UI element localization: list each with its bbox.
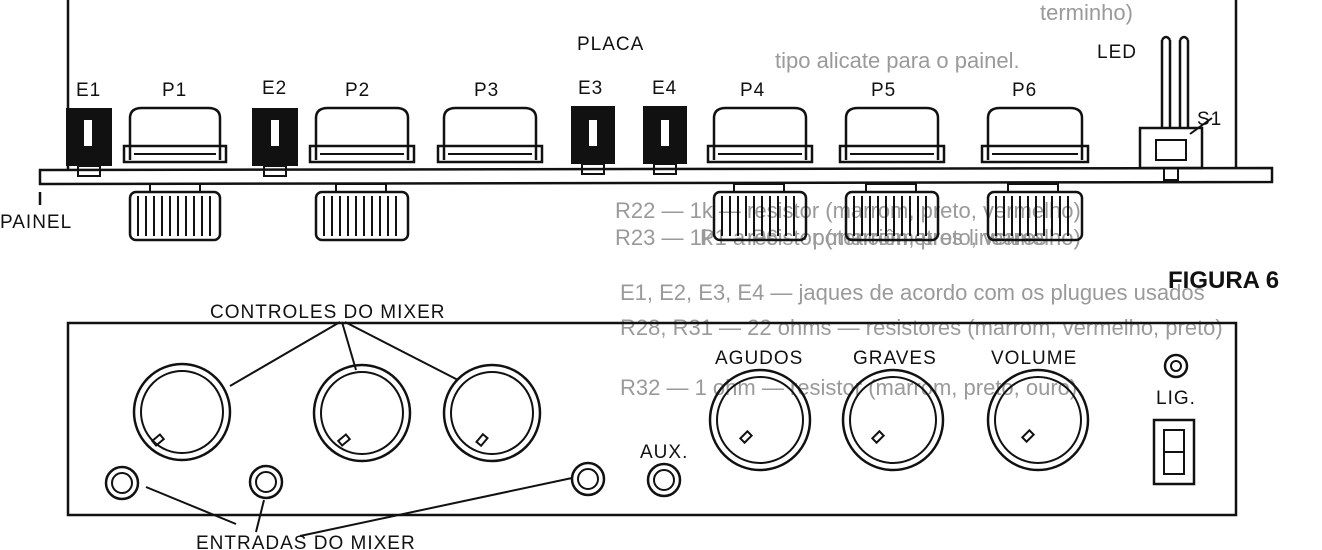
e2-label: E2 xyxy=(262,78,287,99)
graves-label: GRAVES xyxy=(853,348,937,369)
pot-p5: P5 xyxy=(838,80,946,242)
mixer-input-jack-2 xyxy=(248,464,284,500)
pot-p3: P3 xyxy=(436,80,544,164)
bleed-line-8: P1 a P6 — potenciômetros lineares xyxy=(700,225,1046,250)
bleed-line-3: R22 — 1k — resistor (marrom, preto, verm… xyxy=(615,198,1081,223)
p5-label: P5 xyxy=(871,80,896,101)
bleed-line-2: tipo alicate para o painel. xyxy=(775,48,1020,73)
volume-knob: VOLUME xyxy=(986,348,1090,472)
entradas-label: ENTRADAS DO MIXER xyxy=(196,533,416,550)
placa-label: PLACA xyxy=(577,34,644,55)
jack-e3: E3 xyxy=(571,78,615,175)
p6-label: P6 xyxy=(1012,80,1037,101)
agudos-knob: AGUDOS xyxy=(708,348,812,472)
mixer-knob-1 xyxy=(132,362,232,462)
bleed-line-7: E1, E2, E3, E4 — jaques de acordo com os… xyxy=(620,280,1205,305)
pot-p2: P2 xyxy=(308,80,416,242)
lig-label: LIG. xyxy=(1156,388,1196,409)
s1-label: S1 xyxy=(1197,109,1222,130)
pot-p4: P4 xyxy=(706,80,814,242)
jack-e2: E2 xyxy=(252,78,298,177)
figure-caption: FIGURA 6 xyxy=(1168,267,1279,294)
led-and-switch: LED S1 xyxy=(1097,35,1222,181)
aux-jack: AUX. xyxy=(640,442,688,498)
pcb-side-view: PLACA PAINEL E1 E2 E3 E4 xyxy=(0,0,1279,294)
mixer-knob-3 xyxy=(442,363,542,463)
e1-label: E1 xyxy=(76,80,101,101)
jack-e1: E1 xyxy=(66,80,112,177)
power-switch xyxy=(1152,418,1196,486)
front-panel-outline xyxy=(66,321,1238,517)
painel-label: PAINEL xyxy=(0,212,72,233)
e3-label: E3 xyxy=(578,78,603,99)
front-panel-view: CONTROLES DO MIXER ENTRADAS DO MIXER xyxy=(66,302,1238,550)
e4-label: E4 xyxy=(652,78,677,99)
volume-label: VOLUME xyxy=(991,348,1077,369)
pot-p6: P6 xyxy=(980,80,1090,242)
pot-p1: P1 xyxy=(122,80,228,242)
panel-sheet xyxy=(38,166,1274,186)
mixer-knob-2 xyxy=(312,363,412,463)
p4-label: P4 xyxy=(740,80,765,101)
aux-label: AUX. xyxy=(640,442,688,463)
power-section: LIG. xyxy=(1152,353,1196,486)
led-label: LED xyxy=(1097,42,1137,63)
p2-label: P2 xyxy=(345,80,370,101)
graves-knob: GRAVES xyxy=(841,348,945,472)
bleed-line-5: R28, R31 — 22 ohms — resistores (marrom,… xyxy=(620,315,1223,340)
controles-leaders xyxy=(229,321,459,387)
controles-label: CONTROLES DO MIXER xyxy=(210,302,445,323)
power-led-icon xyxy=(1163,353,1189,379)
mixer-input-jack-3 xyxy=(570,461,606,497)
p1-label: P1 xyxy=(162,80,187,101)
p3-label: P3 xyxy=(474,80,499,101)
entradas-leaders xyxy=(145,477,573,537)
jack-e4: E4 xyxy=(643,78,687,175)
agudos-label: AGUDOS xyxy=(715,348,803,369)
bleed-line-1: terminho) xyxy=(1040,0,1133,25)
mixer-input-jack-1 xyxy=(104,465,140,501)
